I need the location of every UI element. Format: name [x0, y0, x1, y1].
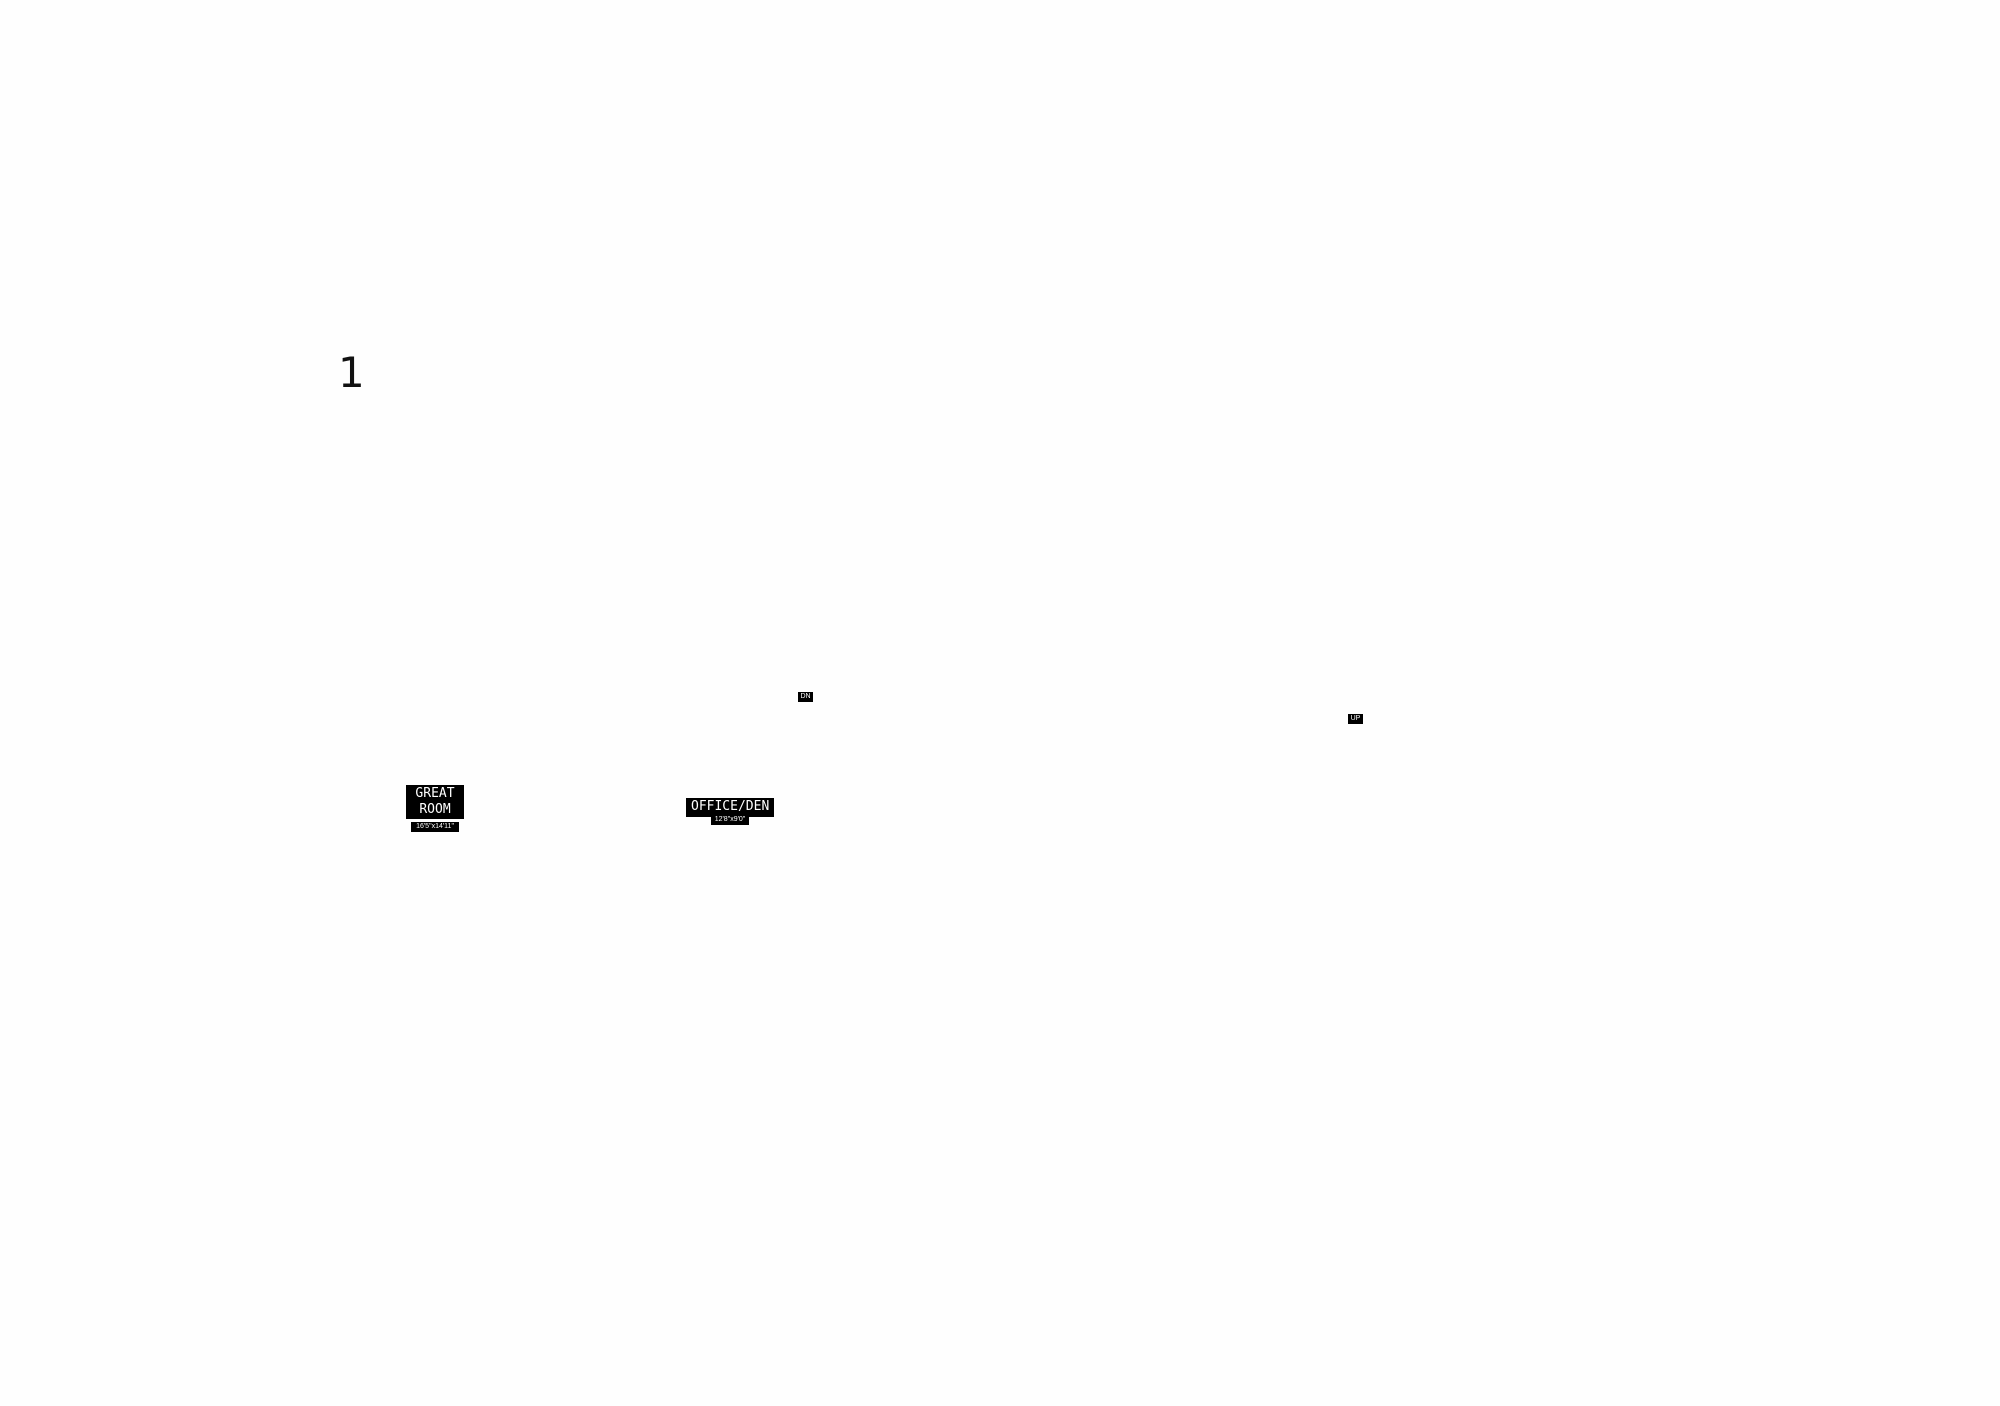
- room-dimensions-great-room: 16'5"x14'11": [411, 822, 459, 832]
- room-label-line: GREAT: [415, 786, 455, 801]
- room-dimensions-office-den: 12'8"x9'0": [711, 815, 749, 825]
- room-label-great-room: GREAT ROOM: [406, 785, 464, 819]
- room-label-office-den: OFFICE/DEN: [686, 798, 774, 817]
- floor-number: 1: [338, 348, 365, 397]
- stair-down-label: DN: [798, 692, 813, 702]
- room-label-line: ROOM: [419, 802, 451, 817]
- stair-up-label: UP: [1348, 714, 1363, 724]
